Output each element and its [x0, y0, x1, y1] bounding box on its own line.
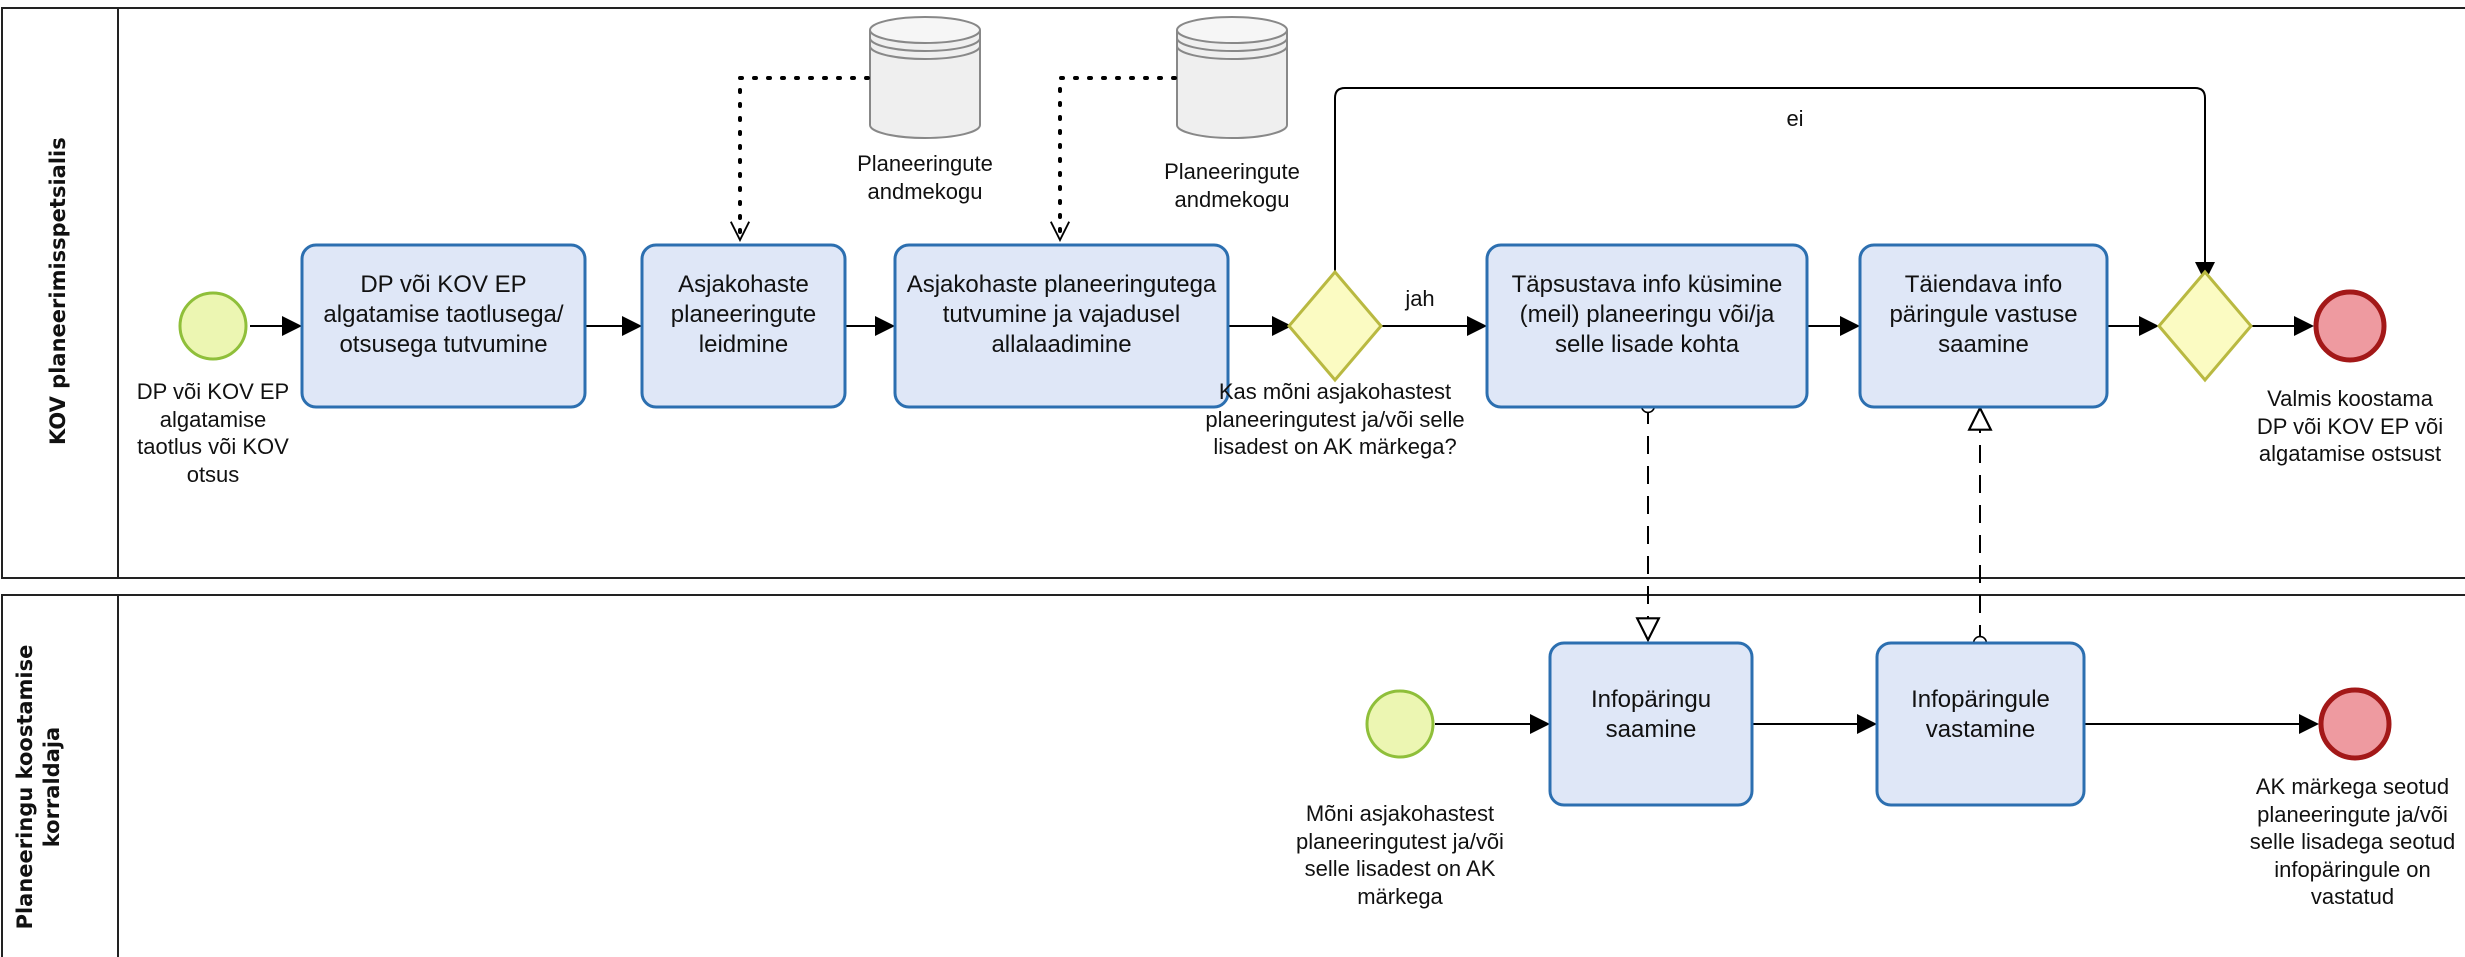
end-event-bottom-label: AK märkega seotud planeeringute ja/või s… — [2249, 774, 2456, 909]
data-association-2 — [1060, 76, 1177, 242]
start-event-top-label: DP või KOV EP algatamise taotlus või KOV… — [136, 379, 290, 487]
task-5-shape — [1858, 243, 2109, 409]
gateway-decision — [1287, 269, 1383, 383]
task-4-label: Täpsustava info küsimine (meil) planeeri… — [1511, 271, 1783, 358]
task-2-shape — [640, 243, 847, 409]
start-event-bottom-label: Mõni asjakohastest planeeringutest ja/võ… — [1296, 801, 1504, 909]
gateway-question-label: Kas mõni asjakohastest planeeringutest j… — [1205, 379, 1465, 459]
task-2-label: Asjakohaste planeeringute leidmine — [670, 271, 817, 358]
task-3-label: Asjakohaste planeeringutega tutvumine ja… — [906, 271, 1217, 358]
flow-label-no: ei — [1786, 106, 1804, 131]
task-6-label: Infopäringu saamine — [1590, 686, 1712, 743]
datastore-1 — [869, 16, 981, 139]
datastore-2-label: Planeeringute andmekogu — [1164, 159, 1300, 212]
datastore-1-label: Planeeringute andmekogu — [857, 151, 993, 204]
task-3-shape — [893, 243, 1230, 409]
end-event-top — [2313, 289, 2387, 363]
end-event-top-label: Valmis koostama DP või KOV EP või algata… — [2256, 386, 2444, 466]
task-1-shape — [300, 243, 587, 409]
task-6-shape — [1548, 641, 1754, 807]
lane-title-top: KOV planeerimisspetsialis — [46, 137, 70, 445]
lane-title-bottom-line1: Planeeringu koostamise — [13, 644, 37, 930]
sequence-flows-top — [250, 87, 2314, 336]
task-1-label: DP või KOV EP algatamise taotlusega/ ots… — [323, 271, 564, 358]
task-4-shape — [1485, 243, 1809, 409]
flow-label-yes: jah — [1405, 286, 1435, 311]
task-7-label: Infopäringule vastamine — [1911, 686, 2050, 743]
task-5-label: Täiendava info päringule vastuse saamine — [1889, 271, 2078, 358]
data-association-1 — [740, 76, 870, 242]
task-7-shape — [1875, 641, 2086, 807]
lane-bottom — [1, 594, 2465, 957]
lane-title-bottom: Planeeringu koostamise korraldaja — [12, 637, 72, 937]
start-event-top — [178, 291, 248, 361]
start-event-bottom — [1365, 689, 1435, 759]
lane-title-bottom-line2: korraldaja — [40, 726, 65, 848]
gateway-merge — [2157, 269, 2253, 383]
lane-top — [1, 7, 2465, 579]
end-event-bottom — [2318, 687, 2392, 761]
datastore-2 — [1176, 16, 1288, 139]
